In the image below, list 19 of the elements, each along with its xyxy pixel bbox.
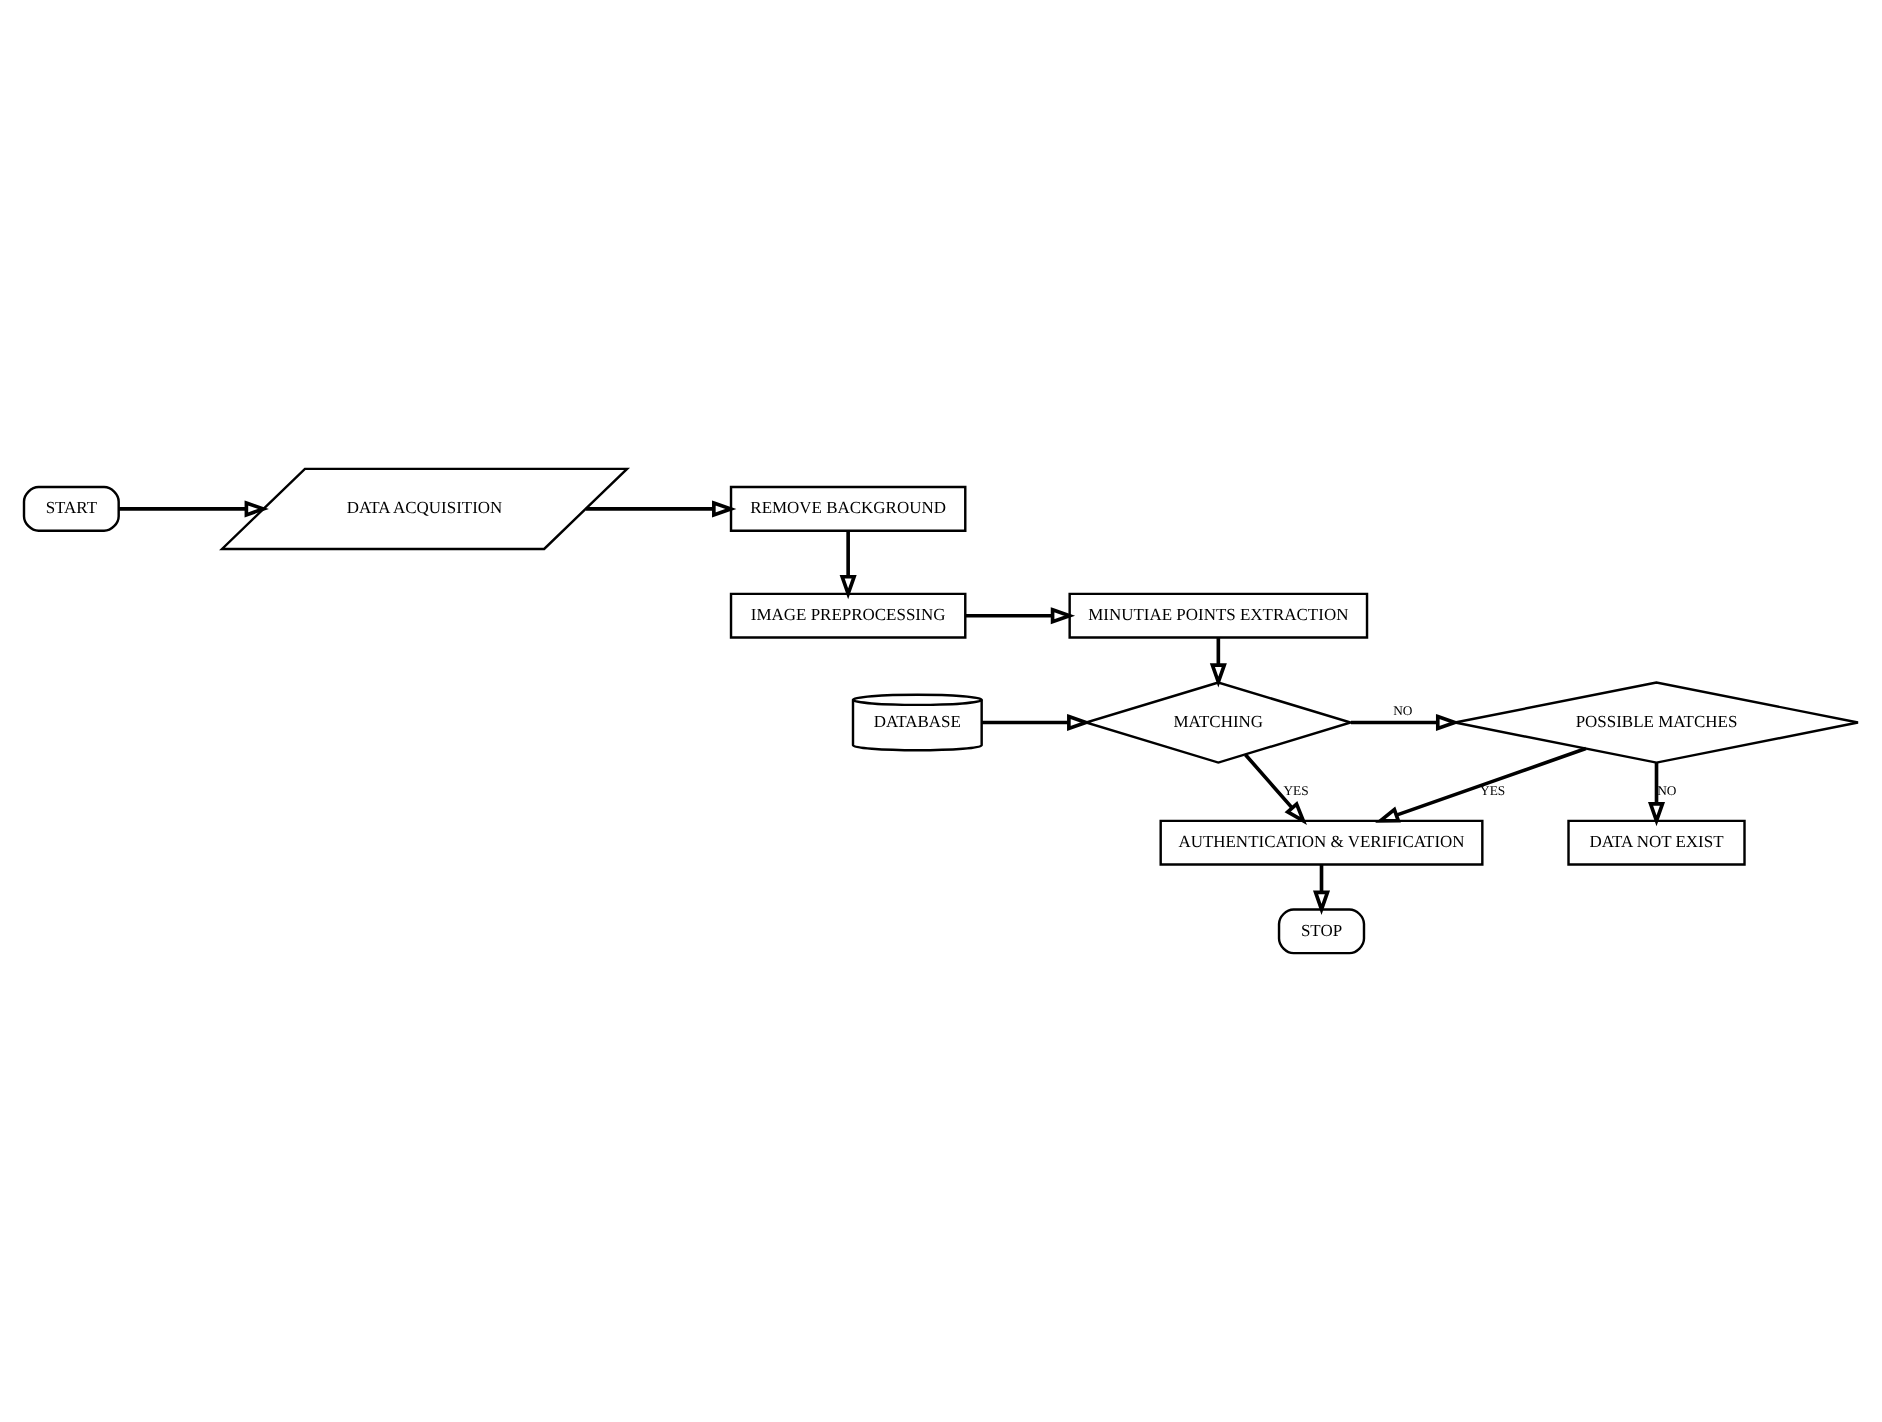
- arrow: [839, 531, 857, 600]
- arrow: [118, 500, 269, 518]
- node-box: REMOVE BACKGROUND: [729, 485, 967, 532]
- arrow: [1209, 638, 1227, 688]
- node-box: MINUTIAE POINTS EXTRACTION: [1068, 592, 1369, 639]
- arrow: [1244, 753, 1307, 825]
- node-box: IMAGE PREPROCESSING: [729, 592, 967, 639]
- arrow: [1648, 762, 1666, 827]
- arrow: [1375, 746, 1587, 823]
- node-box: STOP: [1277, 908, 1366, 955]
- arrow: [585, 500, 737, 518]
- node-box: DATA NOT EXIST: [1567, 819, 1746, 866]
- node-box: AUTHENTICATION & VERIFICATION: [1159, 819, 1484, 866]
- arrow: [1351, 714, 1461, 732]
- arrow: [1313, 864, 1331, 915]
- arrow: [965, 607, 1076, 625]
- node-box: START: [22, 485, 120, 532]
- arrow: [982, 714, 1092, 732]
- node-diamond: POSSIBLE MATCHES: [1453, 681, 1860, 764]
